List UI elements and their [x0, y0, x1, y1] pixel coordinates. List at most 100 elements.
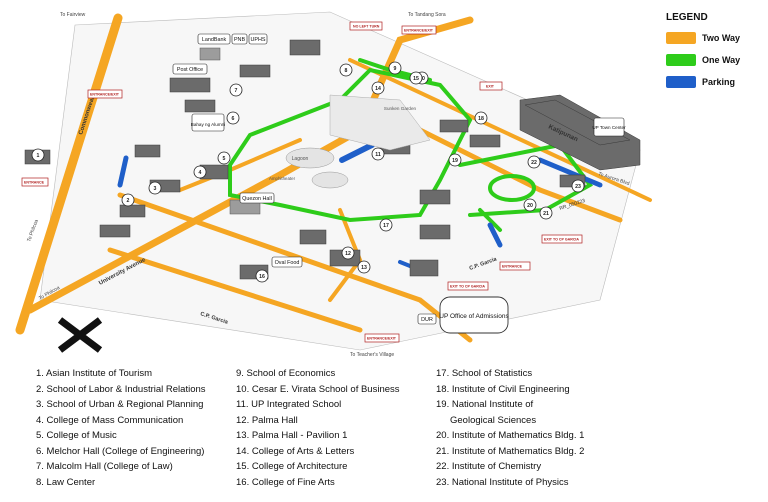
legend-row-one-way: One Way: [666, 49, 766, 71]
compass-icon: [57, 317, 103, 353]
label-quezon-hall: Quezon Hall: [242, 196, 272, 202]
building-list-item: 20. Institute of Mathematics Bldg. 1: [436, 430, 585, 441]
gate-signs: NO LEFT TURN ENTRANCE/EXIT EXIT ENTRANCE…: [21, 21, 583, 343]
legend-swatch-one-way: [666, 54, 696, 66]
building-marker-label-2: 2: [127, 198, 130, 204]
building-marker-label-13: 13: [361, 265, 367, 271]
building-list-item: 4. College of Mass Communication: [36, 414, 184, 426]
building-list-item: 3. School of Urban & Regional Planning: [36, 399, 204, 410]
building-marker-12: [341, 246, 355, 260]
dir-to-philcoa-1: To Philcoa: [26, 219, 40, 243]
label-bahay-ng-alumni: Bahay ng Alumni: [191, 122, 225, 127]
label-post-office: Post Office: [177, 67, 203, 73]
building-marker-8: [339, 63, 353, 77]
building-list-item: 14. College of Arts & Letters: [236, 445, 355, 457]
building-list-item: 7. Malcolm Hall (College of Law): [36, 461, 173, 472]
building-marker-11: [371, 147, 385, 161]
building-list-col-1: 1. Asian Institute of Tourism 2. School …: [36, 366, 206, 490]
building-marker-label-8: 8: [345, 68, 348, 74]
building-list-col-3: 17. School of Statistics 18. Institute o…: [436, 366, 584, 490]
gate-entrance-exit-1: ENTRANCE/EXIT: [404, 29, 434, 33]
building-marker-5: [217, 151, 231, 165]
building-marker-17: [379, 218, 393, 232]
building-marker-21: [539, 206, 553, 220]
label-office-of-admissions: UP Office of Admissions: [439, 313, 509, 320]
gate-exit-1: EXIT: [486, 85, 495, 89]
gate-entrance-2: ENTRANCE: [502, 265, 523, 269]
building-marker-9: [388, 61, 402, 75]
label-up-town-center: UP Town Center: [592, 125, 626, 130]
gate-entrance-exit-2: ENTRANCE/EXIT: [90, 93, 120, 97]
building-marker-label-11: 11: [375, 152, 381, 158]
building-list-item: 8. Law Center: [36, 476, 96, 488]
building-list-item: 12. Palma Hall: [236, 414, 298, 426]
building-marker-13: [357, 260, 371, 274]
building-list-item: 15. College of Architecture: [236, 461, 348, 472]
building-marker-label-3: 3: [154, 186, 157, 192]
label-amphitheater: Amphitheater: [269, 176, 296, 181]
label-landbank: LandBank: [202, 37, 227, 43]
legend: LEGEND Two Way One Way Parking: [666, 12, 766, 93]
building-marker-14: [371, 81, 385, 95]
building-marker-label-17: 17: [383, 223, 389, 229]
legend-swatch-parking: [666, 76, 696, 88]
building-marker-4: [193, 165, 207, 179]
gate-exit-to-cp-garcia-1: EXIT TO CP GARCIA: [544, 238, 579, 242]
building-list-item: 1. Asian Institute of Tourism: [36, 368, 152, 379]
label-oval-food: Oval Food: [275, 260, 300, 266]
building-marker-label-18: 18: [478, 116, 484, 122]
legend-label-two-way: Two Way: [702, 33, 740, 43]
building-marker-label-12: 12: [345, 251, 351, 257]
building-marker-19: [448, 153, 462, 167]
gate-entrance: ENTRANCE: [24, 181, 45, 185]
building-list-col-2: 9. School of Economics 10. Cesar E. Vira…: [236, 366, 400, 490]
building-marker-16: [255, 269, 269, 283]
building-marker-20: [523, 198, 537, 212]
building-list-item: Geological Sciences: [450, 414, 537, 426]
building-marker-15: [409, 71, 423, 85]
building-marker-label-23: 23: [575, 184, 581, 190]
building-marker-label-19: 19: [452, 158, 458, 164]
building-marker-23: [571, 179, 585, 193]
building-list-item: 13. Palma Hall - Pavilion 1: [236, 430, 348, 441]
building-marker-label-4: 4: [199, 170, 202, 176]
legend-label-parking: Parking: [702, 77, 736, 87]
building-list-item: 19. National Institute of: [436, 399, 534, 410]
building-list-item: 21. Institute of Mathematics Bldg. 2: [436, 445, 585, 457]
building-list-item: 10. Cesar E. Virata School of Business: [236, 383, 400, 395]
building-marker-label-5: 5: [223, 156, 226, 162]
building-list-item: 22. Institute of Chemistry: [436, 461, 542, 472]
building-list-item: 2. School of Labor & Industrial Relation…: [36, 383, 206, 395]
building-marker-label-14: 14: [375, 86, 381, 92]
building-list-item: 16. College of Fine Arts: [236, 476, 335, 488]
building-marker-label-16: 16: [259, 274, 265, 280]
building-marker-2: [121, 193, 135, 207]
building-marker-18: [474, 111, 488, 125]
building-marker-22: [527, 155, 541, 169]
place-labels: LandBank PNB UPHS Post Office Bahay ng A…: [172, 33, 626, 334]
building-list-item: 9. School of Economics: [236, 368, 336, 379]
building-marker-label-20: 20: [527, 203, 533, 209]
legend-title: LEGEND: [666, 12, 708, 23]
legend-row-parking: Parking: [666, 71, 766, 93]
building-list-item: 23. National Institute of Physics: [436, 476, 569, 488]
gate-no-left-turn: NO LEFT TURN: [353, 25, 380, 29]
label-dur: DUR: [421, 317, 433, 323]
label-lagoon: Lagoon: [292, 156, 309, 162]
building-marker-label-21: 21: [543, 211, 549, 217]
building-marker-7: [229, 83, 243, 97]
building-marker-6: [226, 111, 240, 125]
building-marker-1: [31, 148, 45, 162]
building-marker-label-6: 6: [232, 116, 235, 122]
legend-label-one-way: One Way: [702, 55, 741, 65]
gate-entrance-exit-3: ENTRANCE/EXIT: [367, 337, 397, 341]
dir-to-teachers-village: To Teacher's Village: [350, 352, 394, 358]
campus-map: To Fairview To Tandang Sora To Philcoa T…: [15, 11, 652, 358]
dir-to-tandang-sora: To Tandang Sora: [408, 12, 446, 18]
legend-row-two-way: Two Way: [666, 27, 766, 49]
gate-exit-to-cp-garcia-2: EXIT TO CP GARCIA: [450, 285, 485, 289]
building-marker-label-22: 22: [531, 160, 537, 166]
building-marker-label-9: 9: [394, 66, 397, 72]
dir-to-fairview: To Fairview: [60, 12, 86, 18]
building-marker-label-15: 15: [413, 76, 419, 82]
